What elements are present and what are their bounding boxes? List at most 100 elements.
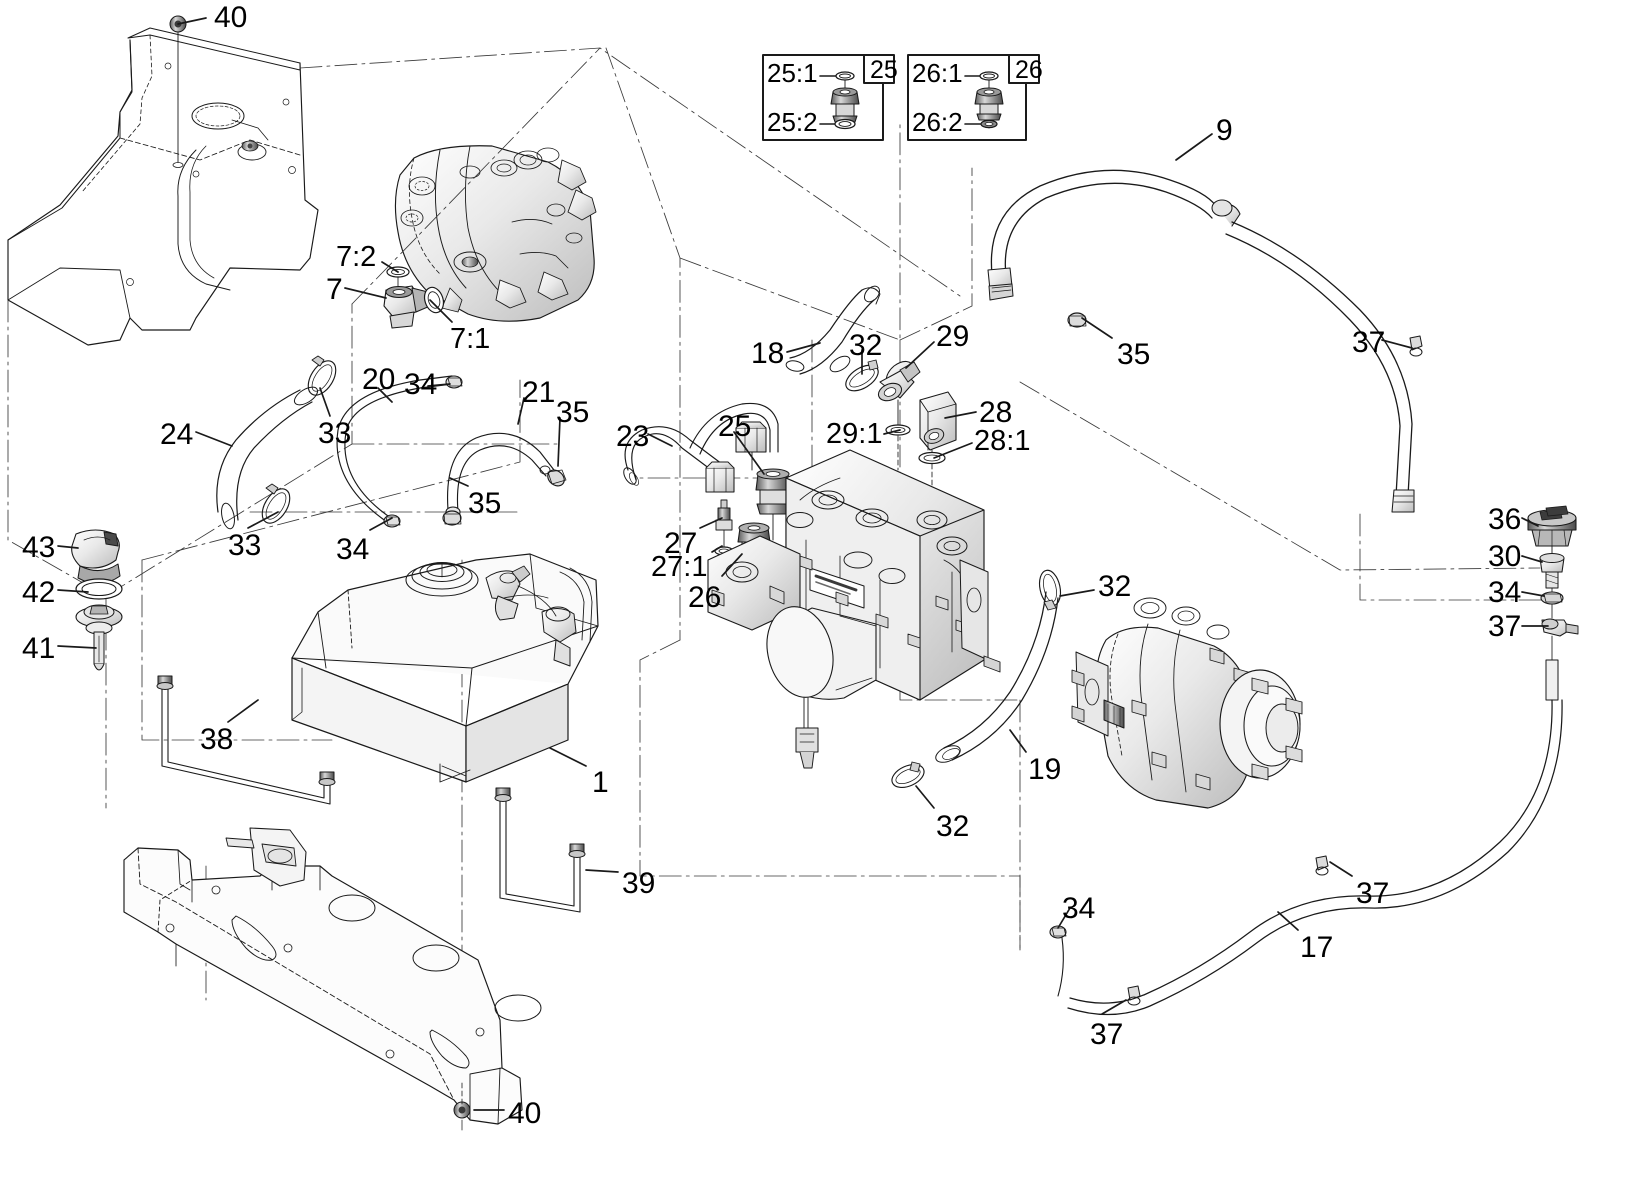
- cap-assembly: [71, 529, 123, 671]
- leader-27: [699, 517, 723, 529]
- leader-20: [377, 387, 393, 403]
- callout-7: 7: [326, 273, 343, 306]
- leader-7: [344, 287, 387, 299]
- leader-34: [1057, 907, 1071, 929]
- tank-strap-39: [494, 787, 586, 913]
- callout-36: 36: [1488, 503, 1522, 536]
- callout-26: 26: [688, 581, 722, 614]
- callout-37: 37: [1090, 1018, 1124, 1051]
- leader-17: [1277, 911, 1299, 931]
- detail-tag-25: 25: [870, 56, 898, 84]
- callout-33: 33: [318, 417, 352, 450]
- leader-26: [721, 553, 743, 577]
- callout-21: 21: [522, 376, 556, 409]
- callout-28: 28: [979, 396, 1013, 429]
- leader-40: [177, 17, 207, 25]
- leader-18: [786, 342, 821, 353]
- detail-tag-26: 26: [1015, 56, 1043, 84]
- leader-34: [1521, 591, 1545, 597]
- leader-29-1: [883, 429, 901, 435]
- callout-27-1: 27:1: [651, 551, 708, 583]
- fitting-29: [877, 360, 921, 471]
- callout-23: 23: [616, 420, 650, 453]
- callout-24: 24: [160, 418, 194, 451]
- detail-box-26: [907, 54, 1040, 141]
- detail-label-25-1: 25:1: [767, 58, 818, 88]
- leader-9: [1175, 133, 1213, 161]
- leader-30: [1521, 555, 1543, 563]
- leader-23: [647, 433, 673, 447]
- hydrostatic-pump: [707, 449, 1001, 769]
- leader-36: [1521, 517, 1539, 527]
- leader-34: [427, 383, 451, 387]
- callout-38: 38: [200, 723, 234, 756]
- leader-24: [195, 431, 233, 447]
- callout-17: 17: [1300, 931, 1334, 964]
- leader-25: [733, 431, 765, 475]
- leader-37: [1329, 861, 1353, 877]
- detail-label-26-2: 26:2: [912, 107, 963, 137]
- callout-43: 43: [22, 531, 56, 564]
- leader-28-1: [933, 442, 973, 459]
- callout-34: 34: [1488, 576, 1522, 609]
- leader-27-1: [711, 545, 723, 553]
- detail-label-25-2: 25:2: [767, 107, 818, 137]
- leader-39: [585, 869, 619, 873]
- callout-29: 29: [936, 320, 970, 353]
- leader-35: [1081, 317, 1113, 339]
- hose-9: [987, 169, 1423, 513]
- leader-32: [1059, 589, 1095, 597]
- tank-strap-38: [156, 675, 336, 805]
- leader-33: [319, 387, 331, 417]
- callout-7-1: 7:1: [450, 323, 491, 355]
- leader-21: [517, 397, 525, 425]
- leader-7-2: [381, 261, 399, 273]
- leader-7-1: [429, 299, 453, 323]
- hose-18: [785, 285, 881, 392]
- leader-19: [1009, 729, 1027, 753]
- leader-35: [557, 417, 561, 467]
- callout-40: 40: [214, 1, 248, 34]
- callout-37: 37: [1356, 877, 1390, 910]
- hose-21: [442, 432, 567, 526]
- callout-9: 9: [1216, 114, 1233, 147]
- fitting-7: [383, 266, 445, 329]
- leader-35: [449, 477, 469, 487]
- hydraulic-tank: [291, 553, 599, 783]
- callout-25: 25: [718, 410, 752, 443]
- callout-39: 39: [622, 867, 656, 900]
- fitting-28: [918, 391, 957, 501]
- callout-37: 37: [1352, 326, 1386, 359]
- leader-1: [549, 747, 587, 767]
- leader-32: [915, 785, 935, 809]
- callout-32: 32: [1098, 570, 1132, 603]
- callout-34: 34: [336, 533, 370, 566]
- callout-27: 27: [664, 527, 698, 560]
- callout-40: 40: [508, 1097, 542, 1130]
- callout-37: 37: [1488, 610, 1522, 643]
- callout-28-1: 28:1: [974, 425, 1031, 457]
- callout-34: 34: [404, 368, 438, 401]
- frame-cross-member: [123, 827, 542, 1125]
- callout-7-2: 7:2: [336, 241, 377, 273]
- leader-28: [944, 411, 977, 419]
- callout-32: 32: [849, 329, 883, 362]
- callout-42: 42: [22, 576, 56, 609]
- leader-42: [57, 589, 89, 593]
- leader-29: [905, 341, 935, 369]
- leader-37: [1101, 999, 1127, 1015]
- engine-shroud-panel: [7, 15, 319, 346]
- callout-34: 34: [1062, 892, 1096, 925]
- hose-19: [891, 569, 1062, 789]
- leader-43: [57, 545, 79, 549]
- callout-35: 35: [556, 396, 590, 429]
- callout-1: 1: [592, 766, 609, 799]
- callout-35: 35: [468, 487, 502, 520]
- detail-label-26-1: 26:1: [912, 58, 963, 88]
- hose-17: [1049, 699, 1563, 1016]
- hose-24: [216, 355, 337, 530]
- hose-20: [336, 375, 463, 528]
- callout-18: 18: [751, 337, 785, 370]
- breather-assembly: [1527, 505, 1579, 701]
